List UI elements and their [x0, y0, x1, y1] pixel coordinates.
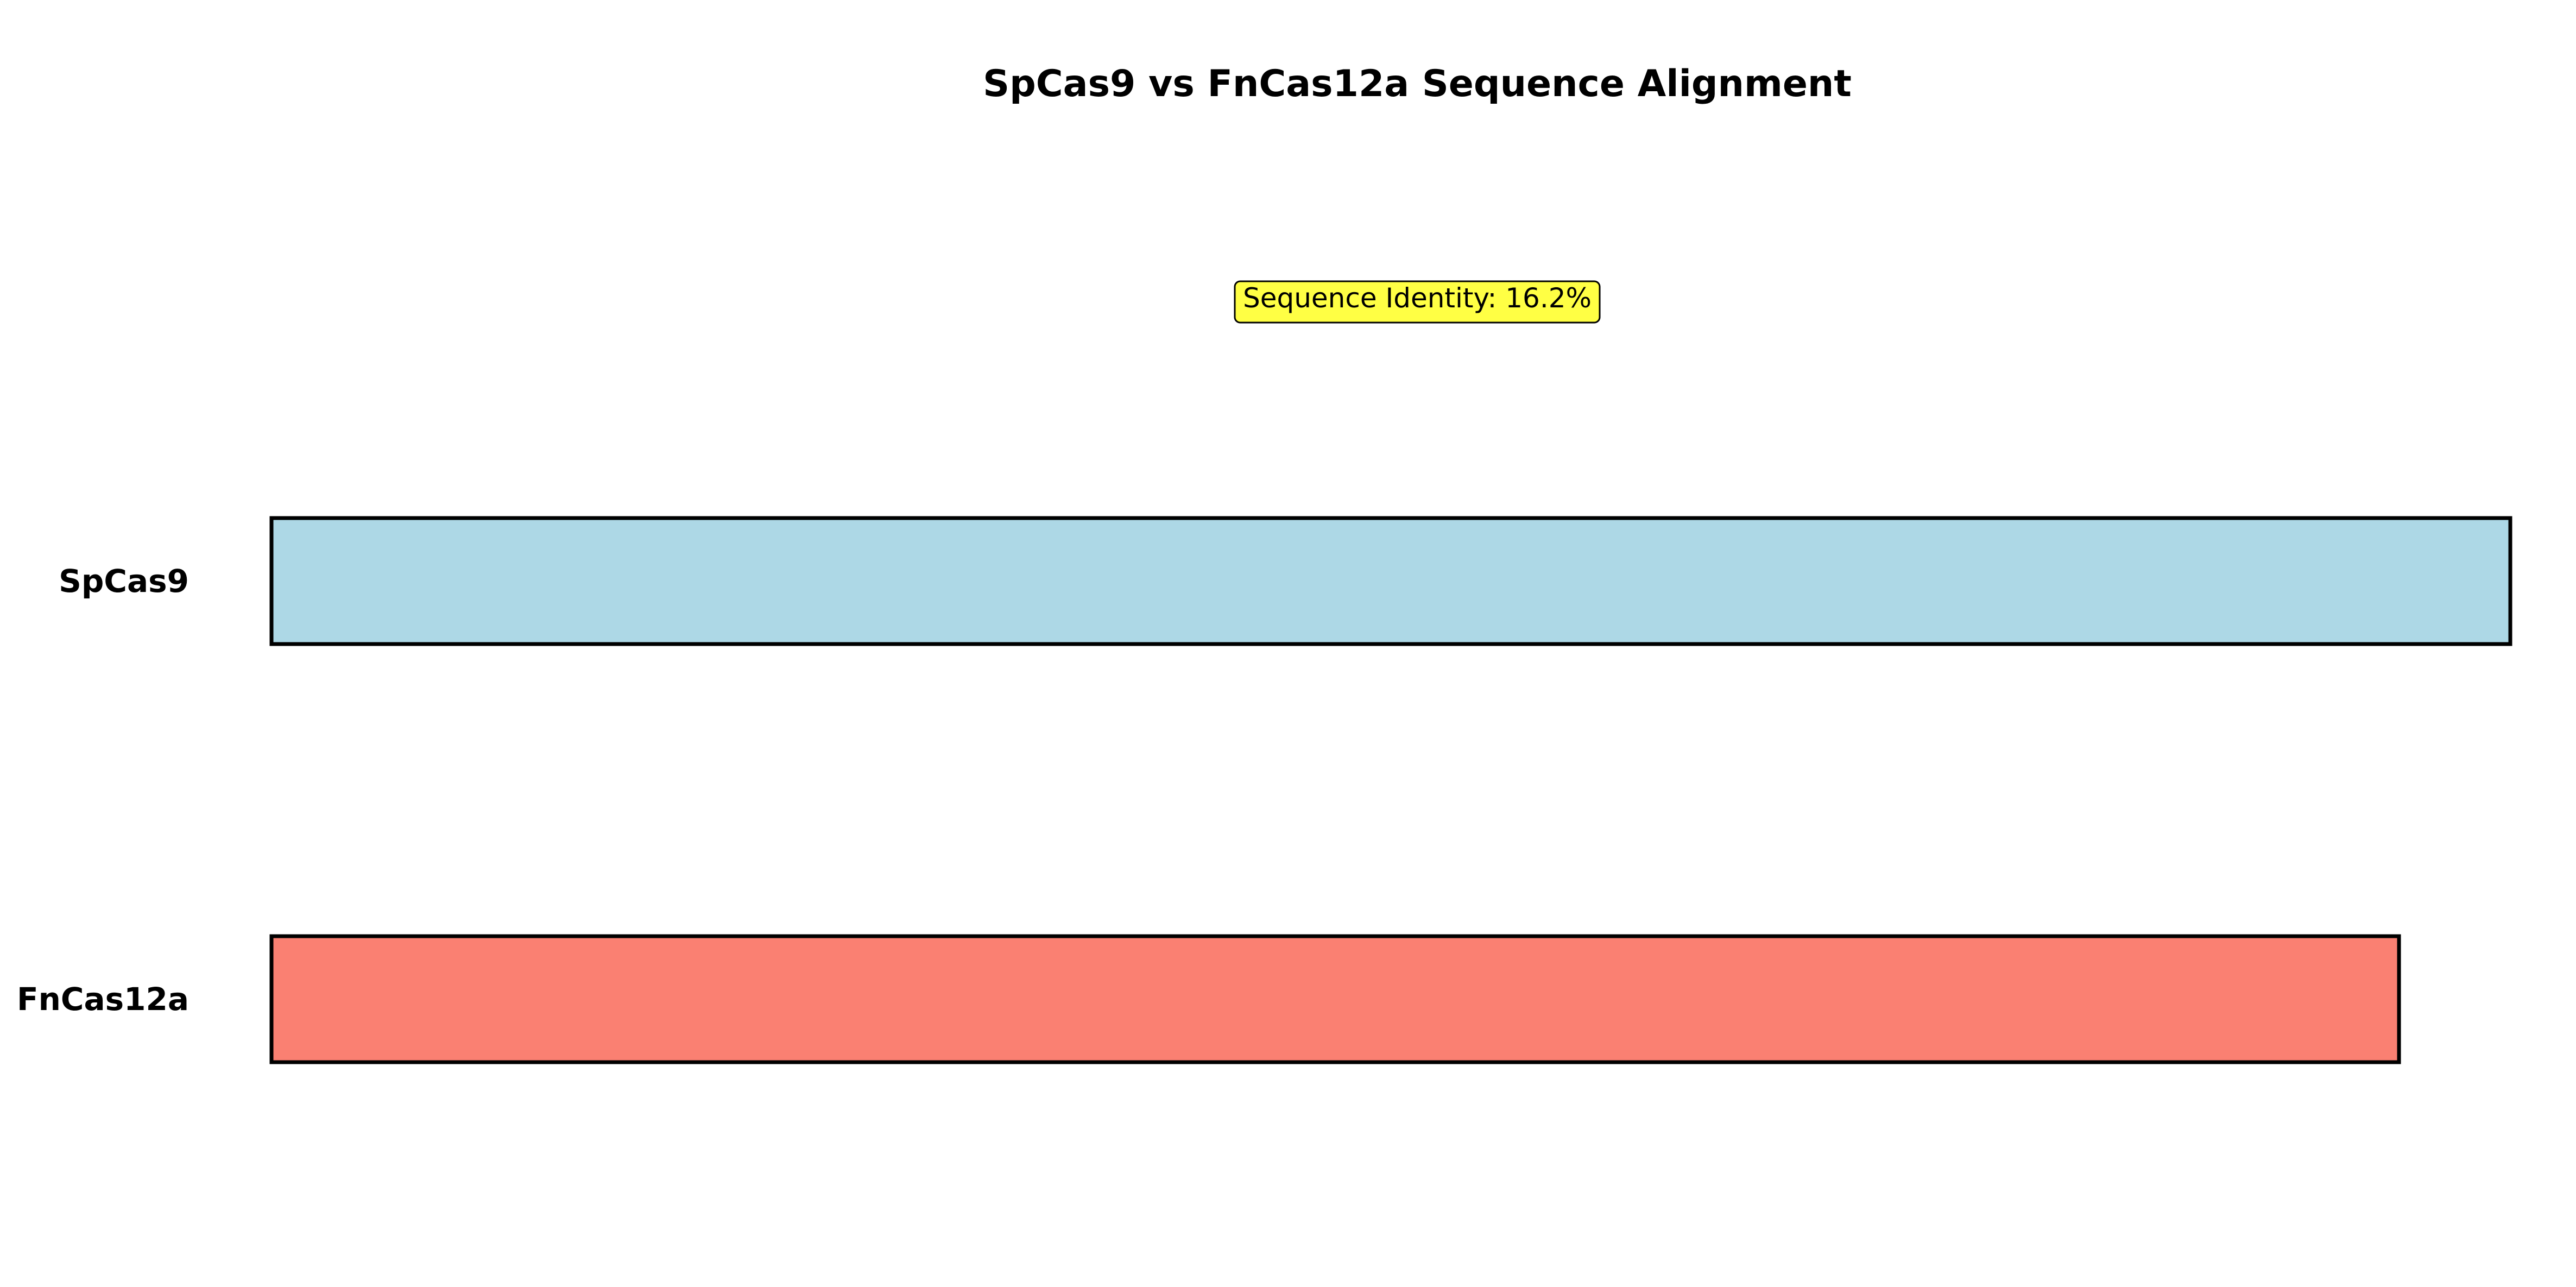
bar-spcas9: [269, 516, 2512, 646]
category-label-fncas12a: FnCas12a: [17, 981, 189, 1018]
identity-annotation-text: Sequence Identity: 16.2%: [1243, 282, 1592, 314]
category-label-spcas9: SpCas9: [59, 563, 189, 600]
identity-annotation-box: [1234, 280, 1601, 324]
chart-title: SpCas9 vs FnCas12a Sequence Alignment: [983, 62, 1852, 105]
identity-annotation: Sequence Identity: 16.2%: [1234, 280, 1601, 324]
bar-fncas12a: [269, 934, 2401, 1064]
